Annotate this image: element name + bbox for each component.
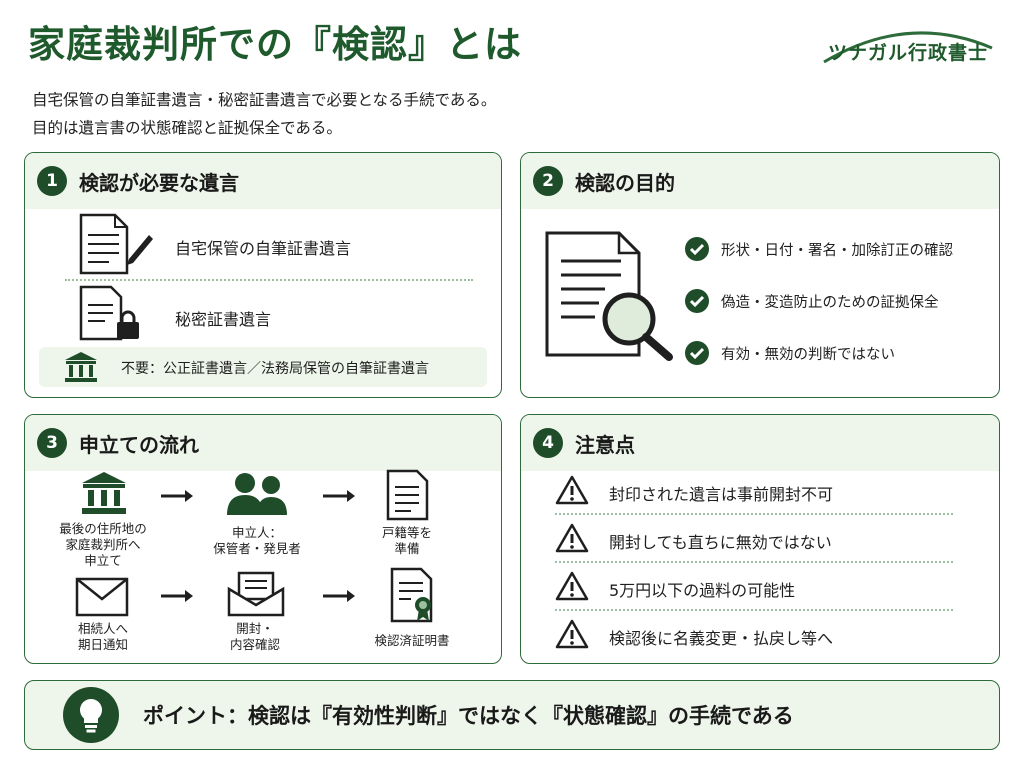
court-building-icon xyxy=(65,352,97,382)
divider xyxy=(555,513,953,515)
flow-step-4: 相続人へ 期日通知 xyxy=(77,621,128,652)
section-number: 1 xyxy=(37,166,67,196)
brand-name: ツナガル行政書士 xyxy=(827,42,988,64)
warning-icon xyxy=(555,523,589,553)
arrow-right-icon xyxy=(161,490,193,502)
panel-application-flow: 3 申立ての流れ 最後の住所地の 家庭裁判所へ 申立て 申立人： xyxy=(24,414,502,664)
envelope-icon xyxy=(75,577,129,617)
required-item-1: 自宅保管の自筆証書遺言 xyxy=(175,239,352,258)
section-number: 4 xyxy=(533,428,563,458)
section-title: 注意点 xyxy=(575,433,635,457)
required-item-2: 秘密証書遺言 xyxy=(175,310,272,329)
open-envelope-icon xyxy=(227,571,285,617)
document-pen-icon xyxy=(79,213,153,275)
flow-step-3: 戸籍等を 準備 xyxy=(381,525,432,556)
not-required-note: 不要：公正証書遺言／法務局保管の自筆証書遺言 xyxy=(39,347,487,387)
panel-purpose: 2 検認の目的 形状・日付・署名・加除訂正の確認 偽造・変造防止のための証拠保全… xyxy=(520,152,1000,398)
divider xyxy=(555,561,953,563)
people-icon xyxy=(227,473,287,515)
panel-header: 3 申立ての流れ xyxy=(25,415,501,471)
panel-required-wills: 1 検認が必要な遺言 自宅保管の自筆証書遺言 秘密証書遺言 不要：公正証書遺言／… xyxy=(24,152,502,398)
check-icon xyxy=(685,289,709,313)
caution-item-4: 検認後に名義変更・払戻し等へ xyxy=(609,629,834,648)
page-title: 家庭裁判所での『検認』とは xyxy=(28,23,522,66)
caution-item-1: 封印された遺言は事前開封不可 xyxy=(609,485,834,504)
lightbulb-icon xyxy=(63,687,119,743)
section-title: 検認の目的 xyxy=(575,171,675,195)
panel-cautions: 4 注意点 封印された遺言は事前開封不可 開封しても直ちに無効ではない 5万円以… xyxy=(520,414,1000,664)
panel-header: 1 検認が必要な遺言 xyxy=(25,153,501,209)
court-building-icon xyxy=(82,472,126,514)
magnifier-document-icon xyxy=(545,231,673,361)
caution-item-3: 5万円以下の過料の可能性 xyxy=(609,581,796,600)
flow-step-2: 申立人： 保管者・発見者 xyxy=(213,525,301,556)
section-number: 3 xyxy=(37,428,67,458)
purpose-item-2: 偽造・変造防止のための証拠保全 xyxy=(721,295,939,311)
arrow-right-icon xyxy=(161,590,193,602)
warning-icon xyxy=(555,619,589,649)
warning-icon xyxy=(555,571,589,601)
arrow-right-icon xyxy=(323,490,355,502)
purpose-item-1: 形状・日付・署名・加除訂正の確認 xyxy=(721,243,953,259)
check-icon xyxy=(685,341,709,365)
caution-item-2: 開封しても直ちに無効ではない xyxy=(609,533,832,552)
flow-step-1: 最後の住所地の 家庭裁判所へ 申立て xyxy=(59,521,147,568)
warning-icon xyxy=(555,475,589,505)
subtitle-line-1: 自宅保管の自筆証書遺言・秘密証書遺言で必要となる手続である。 xyxy=(32,91,497,109)
registry-document-icon xyxy=(386,469,429,521)
flow-step-5: 開封・ 内容確認 xyxy=(229,621,280,652)
section-title: 申立ての流れ xyxy=(79,433,199,457)
brand-logo: ツナガル行政書士 xyxy=(814,18,1002,74)
brand-arc xyxy=(823,31,993,64)
divider xyxy=(65,279,473,281)
panel-header: 4 注意点 xyxy=(521,415,999,471)
flow-step-6: 検認済証明書 xyxy=(374,633,450,648)
point-text: ポイント：検認は『有効性判断』ではなく『状態確認』の手続である xyxy=(143,704,794,728)
purpose-item-3: 有効・無効の判断ではない xyxy=(721,347,895,363)
point-banner: ポイント：検認は『有効性判断』ではなく『状態確認』の手続である xyxy=(24,680,1000,750)
certificate-icon xyxy=(390,567,433,623)
not-required-text: 不要：公正証書遺言／法務局保管の自筆証書遺言 xyxy=(121,361,429,377)
section-number: 2 xyxy=(533,166,563,196)
subtitle-line-2: 目的は遺言書の状態確認と証拠保全である。 xyxy=(32,119,342,137)
divider xyxy=(555,609,953,611)
check-icon xyxy=(685,237,709,261)
panel-header: 2 検認の目的 xyxy=(521,153,999,209)
document-lock-icon xyxy=(79,285,139,341)
arrow-right-icon xyxy=(323,590,355,602)
section-title: 検認が必要な遺言 xyxy=(79,171,239,195)
